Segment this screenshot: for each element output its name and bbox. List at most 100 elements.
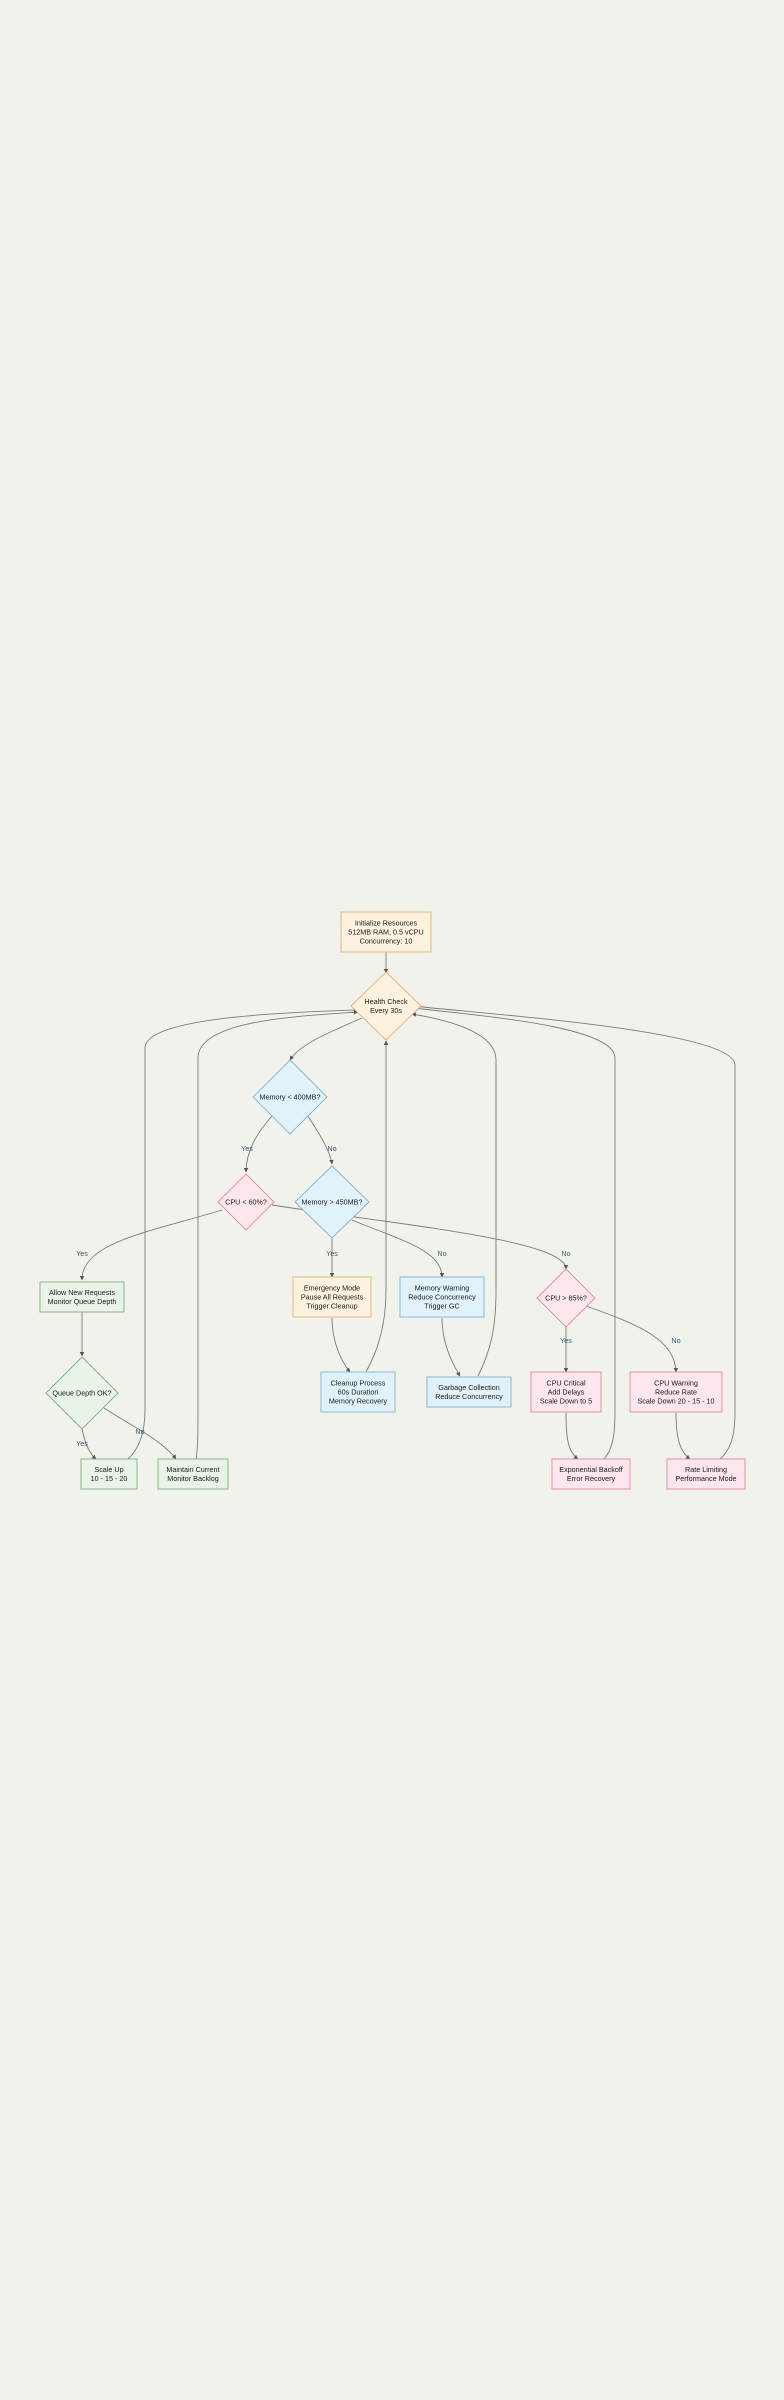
edge-cpu85-to-cpuwarn — [585, 1305, 679, 1373]
node-cpucrit-line-2: Scale Down to 5 — [540, 1397, 592, 1406]
edge-emergency-to-cleanup — [331, 1317, 351, 1373]
edge-mem400-to-mem450 — [307, 1115, 334, 1165]
node-cpuwarn-line-0: CPU Warning — [654, 1379, 698, 1388]
node-init-line-1: 512MB RAM, 0.5 vCPU — [348, 928, 424, 937]
node-cleanup-line-0: Cleanup Process — [331, 1379, 386, 1388]
node-mem400-line-0: Memory < 400MB? — [260, 1093, 321, 1102]
node-mem400: Memory < 400MB? — [252, 1059, 328, 1135]
node-memwarn-line-2: Trigger GC — [424, 1302, 459, 1311]
node-mem450-line-0: Memory > 450MB? — [302, 1198, 363, 1207]
node-scaleup-box — [80, 1458, 138, 1490]
node-health-line-1: Every 30s — [370, 1006, 402, 1015]
node-cpu60-line-0: CPU < 60%? — [225, 1198, 267, 1207]
node-health-diamond — [350, 971, 422, 1041]
node-init-box — [340, 911, 432, 953]
node-cpuwarn-box — [629, 1371, 723, 1413]
label-mem400-yes: Yes — [241, 1144, 253, 1153]
node-maintain-line-1: Monitor Backlog — [167, 1474, 219, 1483]
node-cpu85: CPU > 85%? — [536, 1268, 596, 1328]
label-queue-yes: Yes — [76, 1439, 88, 1448]
edge-maintain-to-health — [195, 1010, 359, 1460]
node-cpuwarn-line-2: Scale Down 20 - 15 - 10 — [637, 1397, 714, 1406]
node-maintain-line-0: Maintain Current — [166, 1465, 219, 1474]
node-cpu60-diamond — [217, 1173, 275, 1231]
edge-queue-to-scaleup — [81, 1427, 97, 1460]
label-mem450-no: No — [437, 1249, 446, 1258]
node-queue-diamond — [45, 1356, 119, 1430]
node-memwarn-line-1: Reduce Concurrency — [408, 1293, 476, 1302]
node-cpucrit-line-0: CPU Critical — [546, 1379, 586, 1388]
edge-memwarn-to-gc — [441, 1317, 461, 1377]
node-emergency-line-0: Emergency Mode — [304, 1284, 360, 1293]
edge-cpu60-to-allow — [79, 1209, 223, 1281]
node-scaleup-line-1: 10 - 15 - 20 — [91, 1474, 128, 1483]
edge-gc-to-health — [411, 1012, 497, 1377]
node-mem450-diamond — [294, 1165, 370, 1239]
node-init-line-2: Concurrency: 10 — [360, 937, 413, 946]
node-allow-line-1: Monitor Queue Depth — [48, 1297, 117, 1306]
label-mem450-yes: Yes — [326, 1249, 338, 1258]
node-allow-box — [39, 1281, 125, 1313]
node-cpu85-diamond — [536, 1268, 596, 1328]
node-backoff-box — [551, 1458, 631, 1490]
node-backoff-line-1: Error Recovery — [567, 1474, 616, 1483]
edge-ratelimit-to-health — [413, 1004, 736, 1460]
edge-cleanup-to-health — [365, 1040, 389, 1373]
edge-queue-to-maintain — [103, 1407, 177, 1460]
label-cpu85-yes: Yes — [560, 1336, 572, 1345]
label-cpu85-no: No — [671, 1336, 680, 1345]
node-backoff-line-0: Exponential Backoff — [559, 1465, 622, 1474]
edge-cpucrit-to-backoff — [565, 1412, 579, 1460]
edge-cpuwarn-to-ratelimit — [675, 1412, 691, 1460]
label-queue-no: No — [135, 1427, 144, 1436]
edge-health-to-mem400 — [289, 1017, 363, 1061]
node-cpu60: CPU < 60%? — [217, 1173, 275, 1231]
node-emergency-line-1: Pause All Requests — [301, 1293, 364, 1302]
node-memwarn-box — [399, 1276, 485, 1318]
node-health-line-0: Health Check — [364, 997, 408, 1006]
node-queue-line-0: Queue Depth OK? — [52, 1389, 111, 1398]
edge-scaleup-to-health — [127, 1007, 359, 1460]
edge-mem400-to-cpu60 — [243, 1115, 273, 1173]
node-maintain-box — [157, 1458, 229, 1490]
node-cpucrit-box — [530, 1371, 602, 1413]
label-cpu60-yes: Yes — [76, 1249, 88, 1258]
node-queue: Queue Depth OK? — [45, 1356, 119, 1430]
node-ratelimit-box — [666, 1458, 746, 1490]
node-emergency-line-2: Trigger Cleanup — [306, 1302, 357, 1311]
node-ratelimit-line-1: Performance Mode — [675, 1474, 736, 1483]
node-allow-line-0: Allow New Requests — [49, 1288, 115, 1297]
node-mem400-diamond — [252, 1059, 328, 1135]
node-scaleup-line-0: Scale Up — [94, 1465, 123, 1474]
edge-labels: Yes No Yes No Yes No Yes No Yes No — [76, 1144, 680, 1448]
node-memwarn-line-0: Memory Warning — [415, 1284, 469, 1293]
label-mem400-no: No — [327, 1144, 336, 1153]
node-mem450: Memory > 450MB? — [294, 1165, 370, 1239]
edge-backoff-to-health — [413, 1006, 616, 1460]
node-gc-box — [426, 1376, 512, 1408]
node-cleanup-line-1: 60s Duration — [338, 1388, 379, 1397]
node-cleanup-line-2: Memory Recovery — [329, 1397, 388, 1406]
node-gc-line-1: Reduce Concurrency — [435, 1392, 503, 1401]
node-gc-line-0: Garbage Collection — [438, 1383, 500, 1392]
node-emergency-box — [292, 1276, 372, 1318]
node-cleanup-box — [320, 1371, 396, 1413]
edge-mem450-to-memwarn — [351, 1219, 445, 1278]
label-cpu60-no: No — [561, 1249, 570, 1258]
node-init-line-0: Initialize Resources — [355, 919, 418, 928]
node-ratelimit-line-0: Rate Limiting — [685, 1465, 727, 1474]
